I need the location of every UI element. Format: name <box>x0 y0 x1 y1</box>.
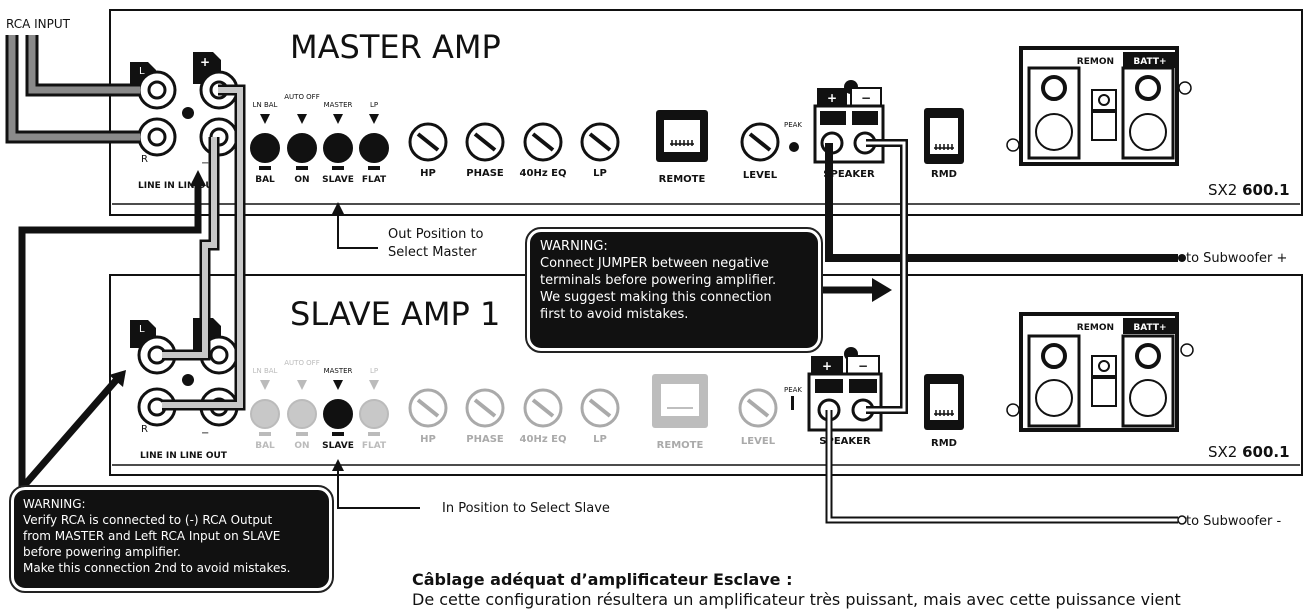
master-power-block: REMON BATT+ <box>1006 46 1192 166</box>
svg-text:REMOTE: REMOTE <box>657 440 704 451</box>
svg-text:LP: LP <box>593 434 607 445</box>
slave-amp-title: SLAVE AMP 1 <box>290 295 500 333</box>
svg-text:40Hz EQ: 40Hz EQ <box>520 434 567 445</box>
warning-rca-line: before powering amplifier. <box>23 545 181 559</box>
svg-text:PHASE: PHASE <box>466 434 504 445</box>
svg-text:RMD: RMD <box>931 438 957 449</box>
slave-knobs: HP PHASE 40Hz EQ LP <box>408 388 620 445</box>
slave-rca-jacks: L R + − LINE IN LINE OUT <box>130 318 239 461</box>
svg-text:BAL: BAL <box>255 175 275 185</box>
svg-text:REMON: REMON <box>1077 323 1114 333</box>
master-knobs: HP PHASE 40Hz EQ LP <box>408 122 620 179</box>
svg-text:SPEAKER: SPEAKER <box>823 169 875 180</box>
slave-rmd-port: RMD <box>924 374 964 449</box>
out-position-label-line2: Select Master <box>388 245 477 260</box>
warning-rca-line: from MASTER and Left RCA Input on SLAVE <box>23 529 281 543</box>
svg-text:REMON: REMON <box>1077 57 1114 67</box>
svg-text:40Hz EQ: 40Hz EQ <box>520 168 567 179</box>
rca-input-label: RCA INPUT <box>6 17 71 31</box>
svg-text:AUTO OFF: AUTO OFF <box>284 359 320 367</box>
slave-power-block: REMON BATT+ <box>1006 312 1194 432</box>
rca-input-cables <box>5 35 140 144</box>
svg-text:ON: ON <box>294 175 309 185</box>
warning-jumper-box: WARNING: Connect JUMPER between negative… <box>525 227 823 353</box>
warning-jumper-line: first to avoid mistakes. <box>540 307 689 322</box>
svg-text:L: L <box>139 324 145 335</box>
svg-text:LP: LP <box>370 101 378 109</box>
warning-rca-line: Make this connection 2nd to avoid mistak… <box>23 561 291 575</box>
slave-model-label: SX2 600.1 <box>1208 443 1290 461</box>
svg-text:SPEAKER: SPEAKER <box>819 436 871 447</box>
svg-text:BATT+: BATT+ <box>1133 323 1166 333</box>
svg-text:PHASE: PHASE <box>466 168 504 179</box>
slave-level: LEVEL PEAK <box>738 386 802 447</box>
svg-text:REMOTE: REMOTE <box>659 174 706 185</box>
warning-jumper-line: terminals before powering amplifier. <box>540 273 777 288</box>
svg-text:−: − <box>858 359 868 373</box>
svg-text:FLAT: FLAT <box>362 441 387 451</box>
slave-switches: LN BAL BAL AUTO OFF ON MASTER SLAVE <box>250 359 389 451</box>
svg-text:ON: ON <box>294 441 309 451</box>
svg-text:PEAK: PEAK <box>784 386 802 394</box>
svg-text:+: + <box>822 359 832 373</box>
svg-text:HP: HP <box>420 434 436 445</box>
warning-jumper-line: Connect JUMPER between negative <box>540 256 769 271</box>
master-jack-minus-label: − <box>201 158 209 169</box>
svg-text:MASTER: MASTER <box>324 367 353 375</box>
svg-text:BAL: BAL <box>255 441 275 451</box>
master-jack-plus-label: + <box>200 55 210 69</box>
svg-text:−: − <box>201 428 209 439</box>
warning-jumper-title: WARNING: <box>540 239 608 254</box>
svg-text:MASTER: MASTER <box>324 101 353 109</box>
master-jack-l-label: L <box>139 66 145 77</box>
warning-rca-line: Verify RCA is connected to (-) RCA Outpu… <box>23 513 273 527</box>
svg-text:LN BAL: LN BAL <box>253 367 278 375</box>
master-model-label: SX2 600.1 <box>1208 181 1290 199</box>
switch-callout-arrows <box>332 202 420 509</box>
svg-text:LN BAL: LN BAL <box>253 101 278 109</box>
warning-rca-title: WARNING: <box>23 497 86 511</box>
svg-text:AUTO OFF: AUTO OFF <box>284 93 320 101</box>
speaker-cables <box>825 139 1187 525</box>
svg-text:LP: LP <box>370 367 378 375</box>
slave-remote-port: REMOTE <box>652 374 708 451</box>
master-amp-panel: MASTER AMP SX2 600.1 L R + − LINE IN LIN… <box>109 9 1303 216</box>
master-switches: LN BAL BAL AUTO OFF ON MASTER SLAVE <box>250 93 389 185</box>
svg-text:SLAVE: SLAVE <box>322 175 354 185</box>
warning-rca-box: WARNING: Verify RCA is connected to (-) … <box>9 485 334 593</box>
master-speaker-terminals: + − SPEAKER <box>813 80 885 180</box>
svg-text:R: R <box>141 424 148 435</box>
master-jack-r-label: R <box>141 154 148 165</box>
master-remote-port: REMOTE <box>656 110 708 185</box>
french-heading: Câblage adéquat d’amplificateur Esclave … <box>412 570 793 589</box>
master-line-in-label: LINE IN LIN OUT <box>138 181 220 191</box>
svg-text:RMD: RMD <box>931 169 957 180</box>
master-to-slave-rca-cable <box>162 84 246 411</box>
svg-text:+: + <box>827 91 837 105</box>
french-body-text: De cette configuration résultera un ampl… <box>412 590 1181 609</box>
slave-line-labels: LINE IN LINE OUT <box>140 451 228 461</box>
subwoofer-minus-label: to Subwoofer - <box>1186 514 1282 529</box>
svg-text:LEVEL: LEVEL <box>741 436 776 447</box>
in-position-label: In Position to Select Slave <box>442 501 610 516</box>
svg-text:LP: LP <box>593 168 607 179</box>
warning-jumper-line: We suggest making this connection <box>540 290 772 305</box>
master-level: LEVEL PEAK <box>740 121 802 181</box>
subwoofer-plus-label: to Subwoofer + <box>1186 251 1287 266</box>
warning-arrows <box>18 170 892 491</box>
svg-text:LEVEL: LEVEL <box>743 170 778 181</box>
svg-text:PEAK: PEAK <box>784 121 802 129</box>
svg-text:FLAT: FLAT <box>362 175 387 185</box>
svg-text:−: − <box>861 91 871 105</box>
svg-text:SLAVE: SLAVE <box>322 441 354 451</box>
master-amp-title: MASTER AMP <box>290 28 501 66</box>
svg-text:BATT+: BATT+ <box>1133 57 1166 67</box>
svg-text:HP: HP <box>420 168 436 179</box>
out-position-label-line1: Out Position to <box>388 227 484 242</box>
master-rmd-port: RMD <box>924 108 964 180</box>
